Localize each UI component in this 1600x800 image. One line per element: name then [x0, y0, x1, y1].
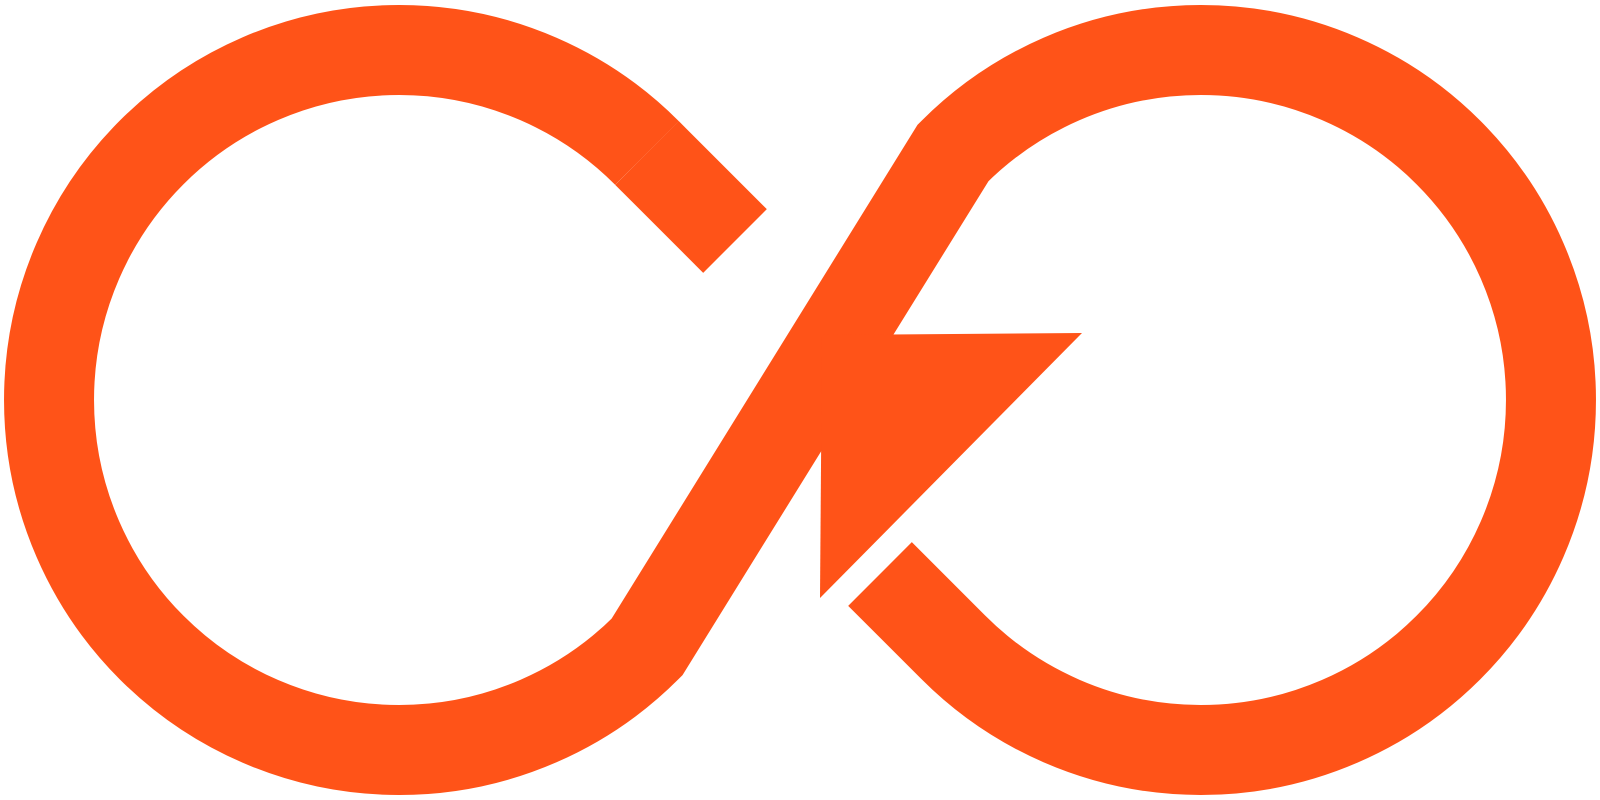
arrowhead-icon — [820, 333, 1082, 598]
left-stub-segment — [615, 121, 767, 273]
infinity-loop-path — [4, 5, 1596, 795]
